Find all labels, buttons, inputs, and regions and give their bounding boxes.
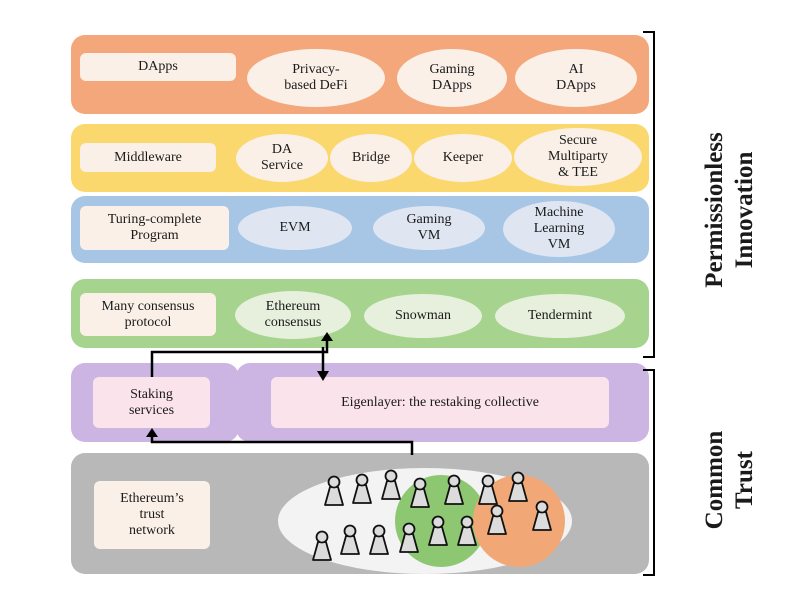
ml-vm-ellipse: Machine Learning VM [503,201,615,257]
turing-complete-label: Turing-complete Program [107,212,202,243]
arrow-staking-to-consensus [150,340,329,377]
ai-dapps-label: AI DApps [556,62,596,93]
arrow-head-consensus [321,332,333,341]
dapps-box: DApps [80,53,236,81]
eigenlayer-box: Eigenlayer: the restaking collective [271,377,609,428]
staking-services-label: Staking services [128,386,175,418]
bridge-ellipse: Bridge [330,134,412,182]
person-pawn-icon [487,504,507,535]
evm-label: EVM [279,220,311,235]
common-trust-bracket [643,369,655,576]
turing-complete-box: Turing-complete Program [80,206,229,250]
dapps-label: DApps [138,59,178,74]
common-trust-label: Common Trust [670,410,758,550]
da-service-label: DA Service [261,142,303,173]
middleware-box: Middleware [80,143,216,172]
eigenlayer-label: Eigenlayer: the restaking collective [341,394,539,410]
tendermint-label: Tendermint [527,308,593,323]
person-pawn-icon [399,522,419,553]
snowman-label: Snowman [395,308,451,323]
da-service-ellipse: DA Service [236,134,328,182]
arrow-network-to-staking [150,436,414,455]
person-pawn-icon [352,473,372,504]
person-pawn-icon [508,471,528,502]
keeper-ellipse: Keeper [414,134,512,182]
person-pawn-icon [444,474,464,505]
ethereum-consensus-ellipse: Ethereum consensus [235,291,351,339]
keeper-label: Keeper [442,150,484,165]
consensus-protocol-box: Many consensus protocol [80,293,216,336]
person-pawn-icon [312,530,332,561]
person-pawn-icon [410,477,430,508]
gaming-dapps-ellipse: Gaming DApps [397,49,507,107]
arrow-heads [146,332,333,437]
secure-multiparty-label: Secure Multiparty & TEE [548,133,608,180]
person-pawn-icons [312,469,552,561]
person-pawn-icon [369,524,389,555]
tendermint-ellipse: Tendermint [495,294,625,338]
person-pawn-icon [381,469,401,500]
person-pawn-icon [324,475,344,506]
permissionless-bracket [643,31,655,358]
trust-network-box: Ethereum’s trust network [94,481,210,549]
trust-network-label: Ethereum’s trust network [120,491,184,538]
permissionless-innovation-text: Permissionless Innovation [701,132,758,288]
consensus-protocol-label: Many consensus protocol [101,298,195,330]
evm-ellipse: EVM [238,206,352,250]
permissionless-innovation-label: Permissionless Innovation [670,110,758,310]
person-pawn-icon [457,515,477,546]
arrows [150,340,414,455]
person-pawn-icon [532,500,552,531]
ethereum-consensus-label: Ethereum consensus [264,299,322,330]
ml-vm-label: Machine Learning VM [533,205,585,252]
privacy-defi-label: Privacy- based DeFi [284,62,348,93]
person-pawn-icon [428,515,448,546]
arrow-head-staking [146,428,158,437]
bridge-label: Bridge [351,150,391,165]
gaming-vm-label: Gaming VM [406,212,452,243]
staking-services-box: Staking services [93,377,210,428]
person-pawn-icon [478,474,498,505]
gaming-vm-ellipse: Gaming VM [373,206,485,250]
ai-dapps-ellipse: AI DApps [515,49,637,107]
secure-multiparty-ellipse: Secure Multiparty & TEE [514,128,642,186]
gaming-dapps-label: Gaming DApps [429,62,475,93]
middleware-label: Middleware [114,149,182,165]
arrow-head-eigenlayer [317,371,329,381]
snowman-ellipse: Snowman [364,294,482,338]
privacy-defi-ellipse: Privacy- based DeFi [247,49,385,107]
person-pawn-icon [340,524,360,555]
